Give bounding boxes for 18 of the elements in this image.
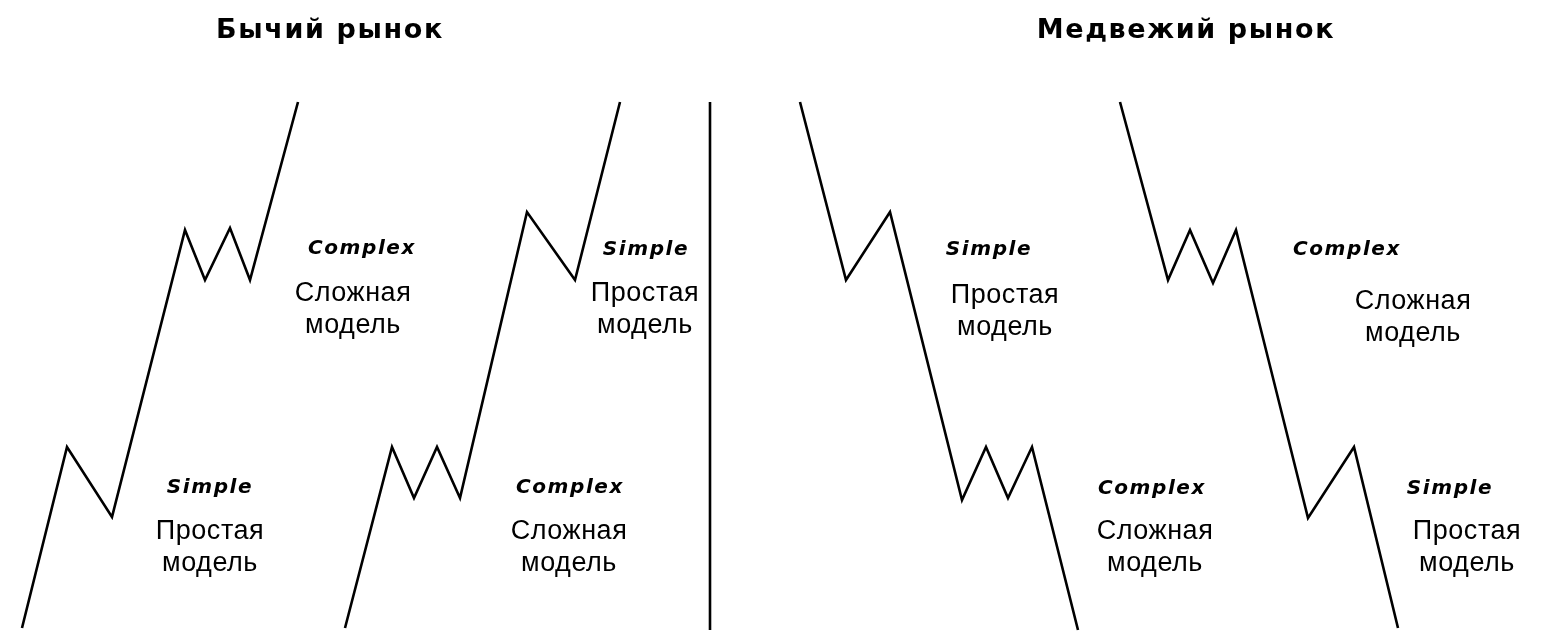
market-heading: Бычий рынок [216,12,444,46]
pattern-name: Сложная модель [1354,284,1472,348]
pattern-name: Простая модель [590,276,700,340]
pattern-name-english: Complex [1097,475,1207,499]
pattern-name: Сложная модель [510,514,628,578]
pattern-name-english: Simple [166,474,254,498]
pattern-name-english: Simple [1406,475,1494,499]
pattern-name: Простая модель [155,514,265,578]
pattern-name: Простая модель [950,278,1060,342]
pattern-name-english: Complex [1292,236,1402,260]
pattern-name-english: Complex [515,474,625,498]
pattern-name-english: Complex [307,235,417,259]
pattern-name: Сложная модель [1096,514,1214,578]
pattern-name-english: Simple [945,236,1033,260]
market-heading: Медвежий рынок [1036,12,1336,46]
pattern-name: Сложная модель [294,276,412,340]
pattern-name-english: Simple [602,236,690,260]
pattern-name: Простая модель [1412,514,1522,578]
